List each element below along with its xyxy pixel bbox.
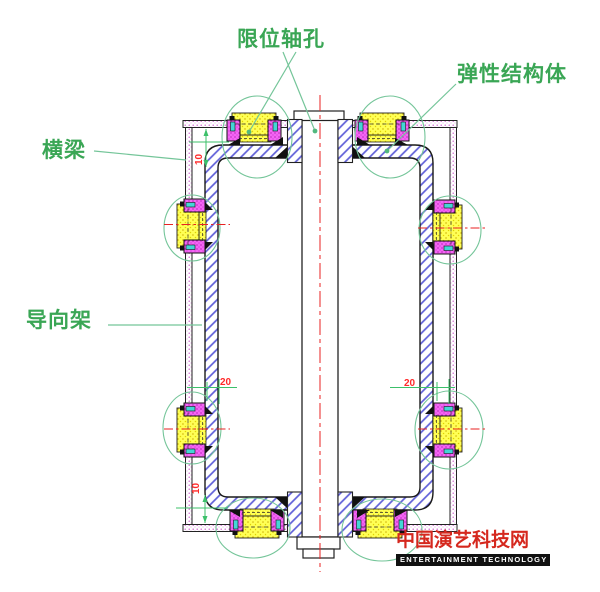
leader-limit-shaft-hole-2 [248,51,297,133]
dimensions: 10 10 20 20 [176,129,455,523]
shaft-bottom-tip [302,548,335,559]
highlight-ellipses [162,95,484,562]
label-limit-shaft-hole: 限位轴孔 [237,27,325,51]
bearing-left-middle [176,198,207,254]
leader-dot [384,148,390,154]
labels: 限位轴孔 弹性结构体 横梁 导向架 [26,27,567,332]
highlight-left-middle [163,194,221,262]
shaft-bushings [286,118,354,538]
highlight-bottom-left [215,497,291,559]
left-side-plate [185,127,193,525]
weld-wedges [205,137,433,518]
central-shaft [293,110,345,559]
dim-gap-top: 10 [194,153,205,165]
highlight-right-middle [418,195,482,265]
bearing-top-left [226,112,282,143]
highlight-bottom-right [341,498,423,562]
highlight-top-right [354,95,426,179]
right-side-plate [449,127,457,525]
highlight-top-left [221,95,293,179]
watermark-site-name-en: ENTERTAINMENT TECHNOLOGY [396,554,551,566]
leader-elastic-structure [386,83,457,152]
leader-dot [312,128,318,134]
dim-gap-bottom: 10 [191,482,202,494]
shaft-top-cap [293,110,345,122]
bearing-left-lower [176,402,207,458]
bushing-top-right [337,118,354,164]
label-guide-frame: 导向架 [26,308,92,332]
leader-dot [246,129,252,135]
dim-offset-right: 20 [404,378,416,389]
highlight-left-lower [162,391,222,465]
bushing-top-left [286,118,303,164]
label-elastic-structure: 弹性结构体 [457,62,567,86]
leader-crossbeam [93,150,187,161]
bushing-bottom-left [286,491,303,538]
watermark-site-name-cn: 中国演艺科技网 [396,530,530,551]
shaft-bottom-flange [296,536,341,550]
centerlines [164,95,487,572]
watermark: 中国演艺科技网 ENTERTAINMENT TECHNOLOGY [396,530,551,566]
leader-lines [93,51,457,326]
dim-offset-left: 20 [220,377,232,388]
bearing-right-middle [432,199,463,255]
label-crossbeam: 横梁 [42,139,86,162]
bearing-right-lower [432,402,463,458]
bushing-bottom-right [337,491,354,538]
